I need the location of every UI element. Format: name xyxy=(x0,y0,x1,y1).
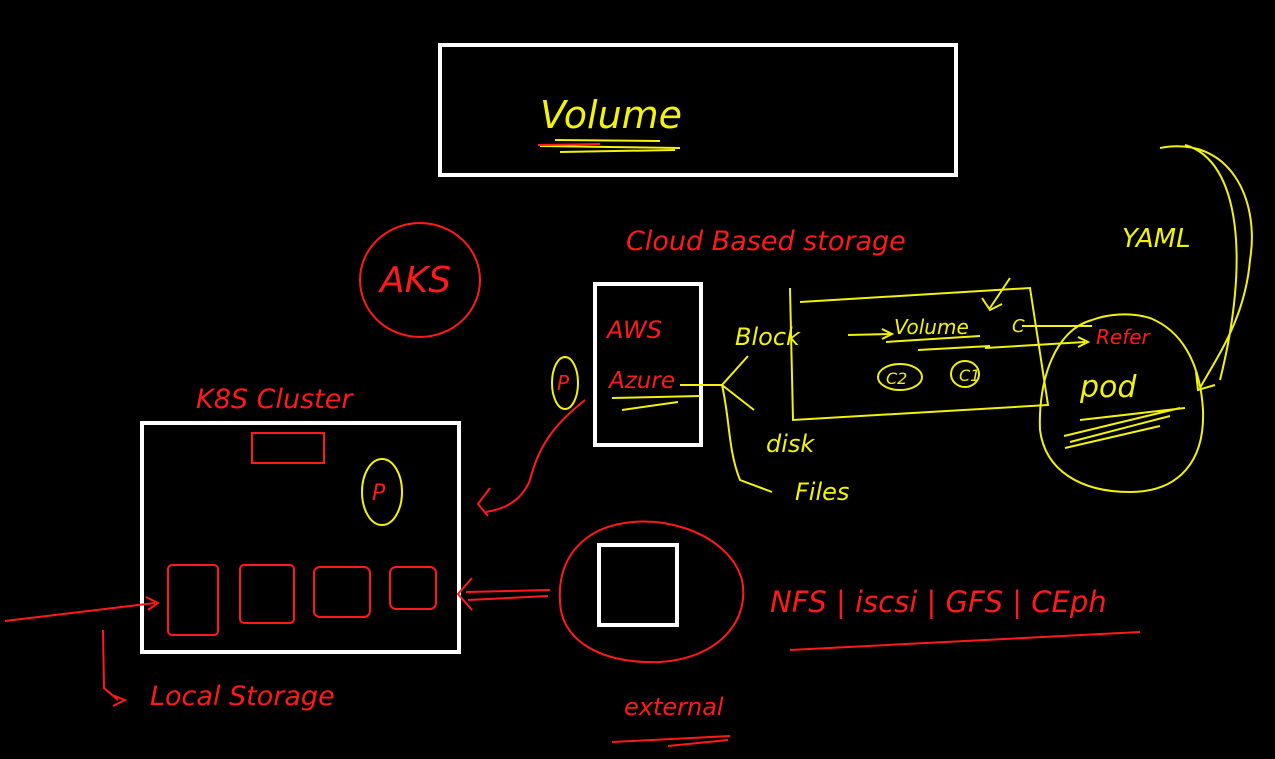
volume-label: Volume xyxy=(894,315,969,339)
title-underline xyxy=(539,139,681,153)
cloud-pod-circle xyxy=(551,356,579,410)
yaml-curve xyxy=(1159,144,1253,392)
cloud-provider-box xyxy=(593,282,703,447)
pod-underline xyxy=(1063,407,1186,449)
local-storage-connector xyxy=(102,629,128,707)
cluster-node-4 xyxy=(389,566,437,610)
title-underline-red xyxy=(537,143,601,146)
provider-aws: AWS xyxy=(605,316,662,344)
provider-azure: Azure xyxy=(607,368,675,394)
title-text: Volume xyxy=(540,93,682,137)
cluster-control-block xyxy=(251,432,325,464)
cluster-node-2 xyxy=(239,564,295,624)
local-storage-label: Local Storage xyxy=(150,681,335,712)
external-box xyxy=(597,543,679,627)
container-c2: C2 xyxy=(886,369,907,388)
storage-type-branches xyxy=(680,355,773,493)
protocols-underline xyxy=(789,631,1141,651)
external-underline xyxy=(611,735,731,747)
container-c1: C1 xyxy=(959,366,980,385)
volume-arrow xyxy=(847,328,895,340)
external-label: external xyxy=(624,693,724,721)
container-c2-circle xyxy=(877,363,923,391)
volume-underline xyxy=(885,335,991,351)
local-storage-arrow xyxy=(4,596,160,622)
yaml-label: YAML xyxy=(1122,224,1191,254)
k8s-cluster-box xyxy=(140,421,461,654)
external-to-cluster-arrow xyxy=(456,577,551,611)
cloud-label: Cloud Based storage xyxy=(626,226,906,257)
aks-circle xyxy=(359,222,481,338)
type-disk: disk xyxy=(766,430,815,458)
azure-underline xyxy=(611,395,701,411)
cloud-to-cluster-curve xyxy=(476,399,586,517)
pod-ref-label: Refer xyxy=(1096,325,1152,349)
aks-text: AKS xyxy=(378,260,451,301)
cluster-pod-circle xyxy=(361,458,403,526)
container-ref: C xyxy=(1012,316,1025,337)
protocols-text: NFS | iscsi | GFS | CEph xyxy=(770,585,1107,619)
cluster-node-3 xyxy=(313,566,371,618)
title-box xyxy=(438,43,958,177)
external-outline xyxy=(558,520,745,664)
k8s-label: K8S Cluster xyxy=(196,384,354,415)
volume-tick-arrow xyxy=(981,277,1011,312)
volume-box xyxy=(789,286,1050,422)
pod-label: pod xyxy=(1079,370,1137,405)
cloud-pod-marker: P xyxy=(557,371,570,395)
ref-arrows xyxy=(984,325,1092,349)
container-c1-circle xyxy=(950,360,980,388)
type-files: Files xyxy=(795,478,849,506)
cluster-node-1 xyxy=(167,564,219,636)
pod-outline xyxy=(1038,313,1205,494)
cluster-pod-marker: P xyxy=(372,481,386,506)
